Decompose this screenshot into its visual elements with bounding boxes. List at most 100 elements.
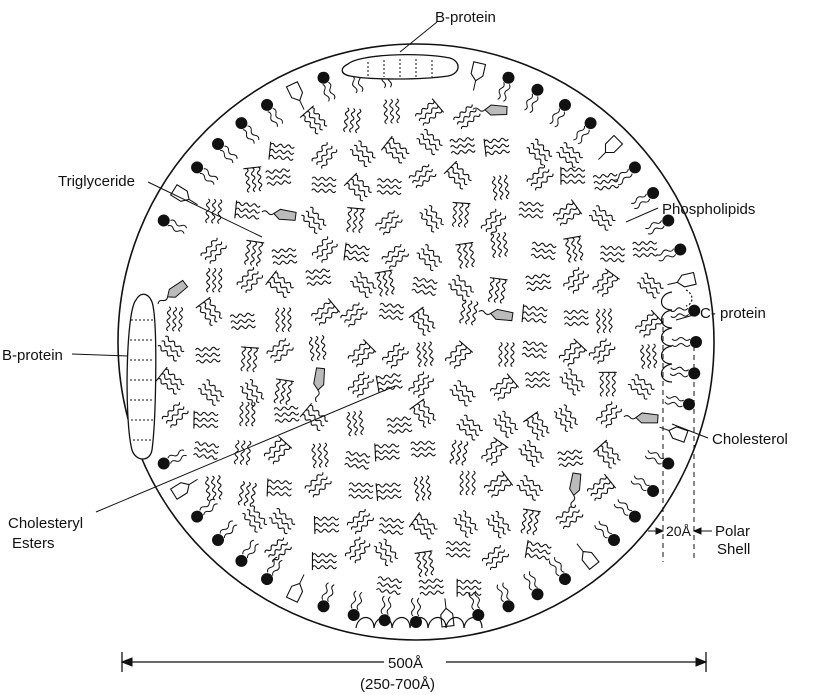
triglyceride-molecule <box>599 372 617 396</box>
triglyceride-molecule <box>379 303 404 320</box>
cholesteryl-ester-molecule <box>155 280 188 308</box>
triglyceride-molecule <box>347 371 374 399</box>
triglyceride-molecule <box>456 414 484 441</box>
triglyceride-molecule <box>410 399 439 429</box>
triglyceride-molecule <box>382 342 409 370</box>
cholesteryl-ester-molecule <box>261 207 296 221</box>
phospholipid-molecule <box>670 365 701 380</box>
triglyceride-molecule <box>269 142 295 162</box>
c-protein-label: C- protein <box>700 305 766 322</box>
triglyceride-molecule <box>450 137 476 155</box>
triglyceride-molecule <box>484 136 510 157</box>
triglyceride-molecule <box>373 538 399 566</box>
triglyceride-molecule <box>523 412 552 442</box>
triglyceride-molecule <box>519 202 544 218</box>
triglyceride-molecule <box>588 337 615 365</box>
triglyceride-molecule <box>194 411 218 429</box>
cholesteryl-ester-molecule <box>473 104 507 115</box>
triglyceride-molecule <box>444 341 473 371</box>
triglyceride-molecule <box>596 308 612 333</box>
cholesterol-molecule <box>468 62 486 92</box>
triglyceride-molecule <box>489 374 519 403</box>
cholesterol-molecule <box>439 598 454 627</box>
shell-arrow-right <box>694 528 701 534</box>
b-protein-top-shape <box>342 55 458 79</box>
triglyceride-molecule <box>492 175 510 201</box>
triglyceride-molecule <box>344 173 374 203</box>
shell-arrow-left <box>656 528 663 534</box>
triglyceride-molecule <box>586 474 616 503</box>
triglyceride-molecule <box>161 401 189 429</box>
cholesteryl-esters-label-line2: Esters <box>12 535 55 552</box>
cholesterol-molecule <box>572 540 599 569</box>
cholesteryl-ester-molecule <box>567 473 582 508</box>
phospholipid-molecule <box>495 70 516 102</box>
triglyceride-molecule <box>412 277 438 296</box>
triglyceride-molecule <box>414 475 432 501</box>
triglyceride-molecule <box>483 471 513 500</box>
triglyceride-molecule <box>193 442 219 460</box>
triglyceride-molecule <box>522 341 547 358</box>
triglyceride-molecule <box>157 335 185 362</box>
phospholipid-molecule <box>156 213 188 237</box>
phospholipid-molecule <box>347 590 365 622</box>
cholesterol-molecule <box>171 185 201 210</box>
triglyceride-molecule <box>408 163 436 189</box>
triglyceride-molecule <box>517 440 544 468</box>
triglyceride-molecule <box>460 471 475 495</box>
triglyceride-molecule <box>383 99 400 124</box>
triglyceride-molecule <box>375 270 397 297</box>
triglyceride-label: Triglyceride <box>58 173 135 190</box>
cholesterol-label: Cholesterol <box>712 431 788 448</box>
triglyceride-molecule <box>239 347 259 372</box>
triglyceride-molecule <box>444 161 474 191</box>
phospholipid-molecule <box>672 336 702 348</box>
triglyceride-molecule <box>238 481 256 507</box>
triglyceride-molecule <box>156 367 186 396</box>
triglyceride-molecule <box>531 242 557 260</box>
triglyceride-molecule <box>376 371 403 393</box>
triglyceride-molecule <box>561 167 585 185</box>
triglyceride-molecule <box>266 168 292 186</box>
diameter-range-label: (250-700Å) <box>360 676 435 693</box>
cholesteryl-ester-molecule <box>624 412 659 424</box>
triglyceride-molecule <box>633 241 658 258</box>
phospholipid-molecule <box>630 185 662 211</box>
cholesterol-molecule <box>287 82 310 112</box>
cholesteryl-esters-label-line1: Cholesteryl <box>8 515 83 532</box>
triglyceride-molecule <box>344 243 370 264</box>
triglyceride-molecule <box>381 243 409 270</box>
lipid-core <box>155 99 664 597</box>
triglyceride-molecule <box>526 273 552 291</box>
triglyceride-molecule <box>558 449 584 467</box>
triglyceride-molecule <box>276 308 292 332</box>
polar-shell-label-line1: Polar <box>715 523 750 540</box>
triglyceride-molecule <box>555 504 583 530</box>
shell-thickness-label: 20Å <box>666 523 692 539</box>
triglyceride-molecule <box>450 440 468 466</box>
triglyceride-molecule <box>627 374 655 400</box>
triglyceride-molecule <box>526 138 554 166</box>
triglyceride-molecule <box>345 451 371 469</box>
triglyceride-molecule <box>196 297 225 327</box>
phospholipid-molecule <box>522 82 546 114</box>
triglyceride-molecule <box>516 475 544 501</box>
cholesterol-molecule <box>666 273 696 291</box>
triglyceride-molecule <box>262 436 291 466</box>
triglyceride-molecule <box>526 164 554 192</box>
triglyceride-molecule <box>266 271 296 300</box>
triglyceride-molecule <box>416 341 434 367</box>
triglyceride-molecule <box>349 140 377 167</box>
triglyceride-molecule <box>235 200 261 220</box>
triglyceride-molecule <box>553 404 579 432</box>
phospholipid-molecule <box>656 242 688 263</box>
triglyceride-molecule <box>268 508 296 535</box>
triglyceride-molecule <box>451 202 471 227</box>
triglyceride-molecule <box>241 505 268 533</box>
triglyceride-molecule <box>636 272 664 298</box>
diameter-label: 500Å <box>388 655 423 672</box>
triglyceride-molecule <box>525 371 550 387</box>
triglyceride-molecule <box>419 578 444 595</box>
triglyceride-molecule <box>309 335 327 361</box>
